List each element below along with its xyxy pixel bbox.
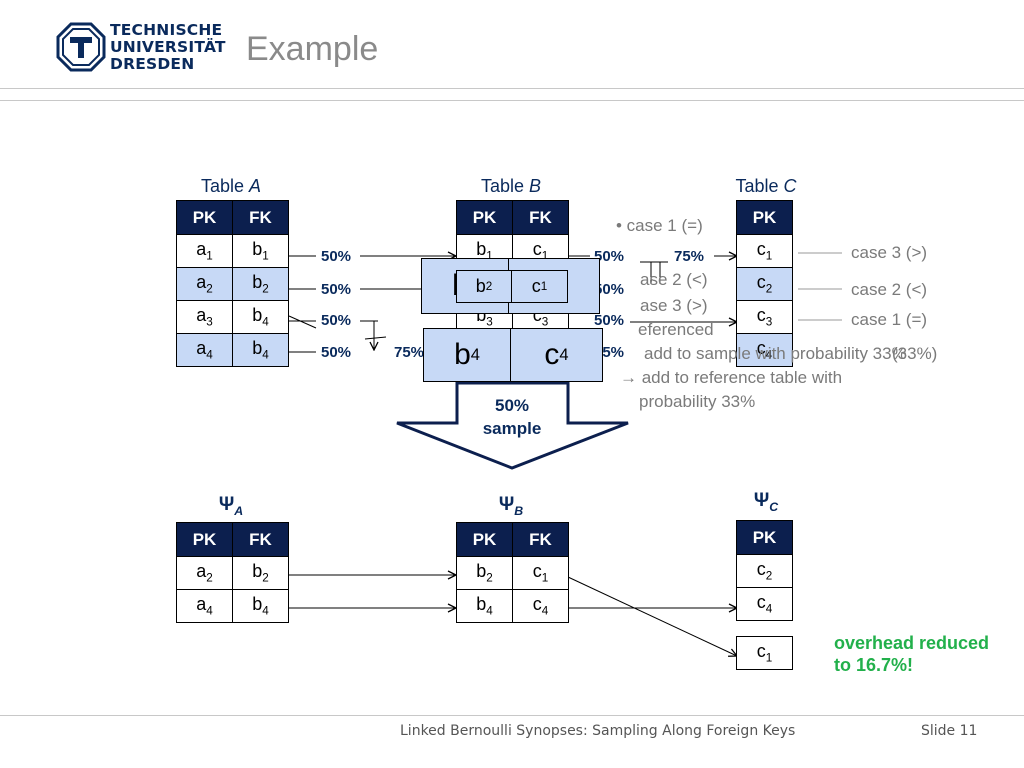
- pct-label: 75%: [674, 248, 705, 265]
- pct-label: 50%: [594, 281, 625, 298]
- pct-label: 50%: [321, 281, 352, 298]
- psi-a-table: PK FK a2 b2 a4 b4: [176, 522, 289, 623]
- psi-b-title: ΨB: [498, 494, 524, 518]
- table-row: c2: [736, 267, 793, 301]
- tu-dresden-seal-icon: [56, 22, 106, 72]
- header-rule: [0, 88, 1024, 89]
- cell-pk: c4: [736, 333, 793, 367]
- pct-label: 75%: [394, 344, 425, 361]
- add-to-sample-text: add to sample with probability 33%: [644, 344, 907, 363]
- cell-fk: b2: [232, 267, 289, 301]
- table-c: PK c1 c2 c3 c4: [736, 200, 793, 367]
- footer-caption: Linked Bernoulli Synopses: Sampling Alon…: [400, 723, 796, 739]
- slide-number: Slide 11: [921, 723, 978, 739]
- table-row: a1 b1: [176, 234, 289, 268]
- header-pk: PK: [456, 522, 513, 557]
- psi-a-title: ΨA: [218, 494, 244, 518]
- table-row: c3: [736, 300, 793, 334]
- cell-pk: c2: [736, 554, 793, 588]
- university-logo-text: TECHNISCHE UNIVERSITÄT DRESDEN: [110, 21, 226, 73]
- table-row: a4 b4: [176, 589, 289, 623]
- cell-fk: b2: [232, 556, 289, 590]
- psi-b-table: PK FK b2 c1 b4 c4: [456, 522, 569, 623]
- pct-label: 50%: [594, 312, 625, 329]
- table-row: a3 b4: [176, 300, 289, 334]
- header-pk: PK: [736, 200, 793, 235]
- footer-rule: [0, 715, 1024, 716]
- header-fk: FK: [232, 200, 289, 235]
- table-row: a4 b4: [176, 333, 289, 367]
- arrow-psi-b2-c1: [567, 576, 737, 656]
- table-a: PK FK a1 b1 a2 b2 a3 b4 a4 b4: [176, 200, 289, 367]
- overlap-text: (33%): [892, 344, 938, 363]
- pct-label: 50%: [321, 344, 352, 361]
- table-row: c1: [736, 234, 793, 268]
- cell-fk: b4: [232, 300, 289, 334]
- cell-pk: a2: [176, 267, 233, 301]
- table-c-title: Table C: [735, 176, 797, 196]
- header-rule-2: [0, 100, 1024, 101]
- pct-label: 50%: [321, 248, 352, 265]
- cell-pk: c1: [736, 234, 793, 268]
- cell-pk: b4: [456, 589, 513, 623]
- cell-pk: c3: [736, 300, 793, 334]
- header-pk: PK: [736, 520, 793, 555]
- cell-fk: c1: [512, 556, 569, 590]
- add-to-reference-text: → add to reference table with: [620, 368, 843, 387]
- cell-pk: a3: [176, 300, 233, 334]
- header-pk: PK: [456, 200, 513, 235]
- psi-c-table: PK c2 c4: [736, 520, 793, 621]
- cell-pk: a4: [176, 333, 233, 367]
- cell-fk: b1: [232, 234, 289, 268]
- slide-title: Example: [246, 30, 379, 68]
- table-row: c4: [736, 587, 793, 621]
- pct-label: 50%: [594, 248, 625, 265]
- case-list-item: ase 3 (>): [640, 296, 708, 315]
- case-list-item: eferenced: [638, 320, 714, 339]
- table-row: a2 b2: [176, 267, 289, 301]
- table-row: b4 c4: [456, 589, 569, 623]
- table-row: c1: [736, 636, 793, 670]
- cell-pk: c4: [736, 587, 793, 621]
- sample-down-arrow: [396, 381, 629, 470]
- case-label: case 3 (>): [851, 243, 928, 262]
- cell-pk: c2: [736, 267, 793, 301]
- table-row: a2 b2: [176, 556, 289, 590]
- table-row: c4: [736, 333, 793, 367]
- psi-c-reference-table: c1: [736, 636, 793, 670]
- header-fk: FK: [512, 200, 569, 235]
- cell-pk: a4: [176, 589, 233, 623]
- cell-fk: b4: [232, 589, 289, 623]
- table-row: b2 c1: [456, 556, 569, 590]
- cell-pk: a2: [176, 556, 233, 590]
- case-label: case 1 (=): [851, 310, 928, 329]
- cell-pk: c1: [736, 636, 793, 670]
- table-row: c2: [736, 554, 793, 588]
- psi-c-title: ΨC: [753, 490, 779, 514]
- cell-pk: a1: [176, 234, 233, 268]
- table-a-title: Table A: [200, 176, 262, 196]
- case-list-item: ase 2 (<): [640, 270, 708, 289]
- cell-fk: c4: [512, 589, 569, 623]
- table-b-title: Table B: [480, 176, 542, 196]
- header-fk: FK: [232, 522, 289, 557]
- pct-label: 50%: [321, 312, 352, 329]
- header-pk: PK: [176, 200, 233, 235]
- case-label: case 2 (<): [851, 280, 928, 299]
- cell-pk: b2: [456, 556, 513, 590]
- case-list-item: • case 1 (=): [616, 216, 703, 235]
- cell-fk: b4: [232, 333, 289, 367]
- header-fk: FK: [512, 522, 569, 557]
- probability-text: probability 33%: [639, 392, 756, 411]
- header-pk: PK: [176, 522, 233, 557]
- sample-arrow-label: 50%sample: [482, 396, 542, 438]
